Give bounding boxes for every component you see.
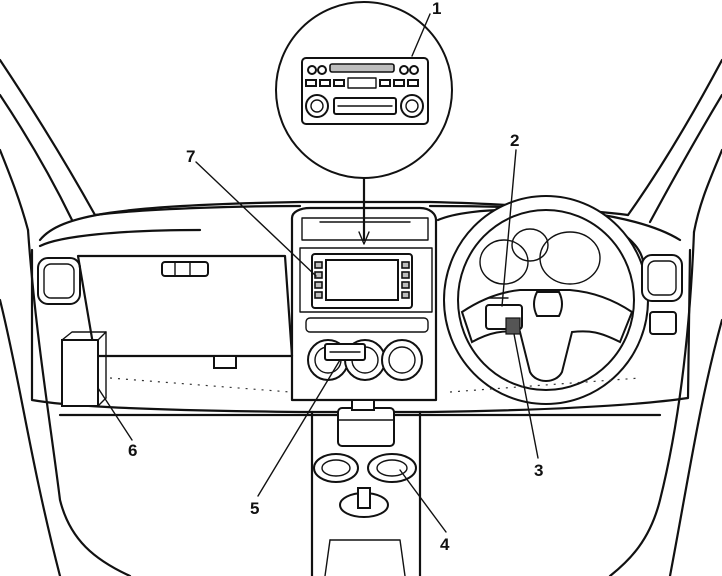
callout-7: 7 xyxy=(186,147,195,166)
callout-3: 3 xyxy=(534,461,543,480)
callout-1: 1 xyxy=(432,0,441,18)
navigation-display xyxy=(311,253,413,309)
callout-2: 2 xyxy=(510,131,519,150)
audio-unit-inset xyxy=(275,1,453,245)
left-vent xyxy=(37,257,81,305)
callout-5: 5 xyxy=(250,499,259,518)
callout-6: 6 xyxy=(128,441,137,460)
center-console xyxy=(310,399,422,576)
right-vent xyxy=(641,254,683,335)
left-module-box xyxy=(61,331,107,407)
leader-lines xyxy=(97,13,539,533)
steering-wheel xyxy=(436,195,649,405)
glove-box xyxy=(76,254,294,369)
callout-4: 4 xyxy=(440,535,450,554)
center-stack xyxy=(290,206,438,402)
left-a-pillar xyxy=(0,58,132,576)
steering-column-switch xyxy=(485,297,523,335)
climate-controls xyxy=(305,317,429,381)
